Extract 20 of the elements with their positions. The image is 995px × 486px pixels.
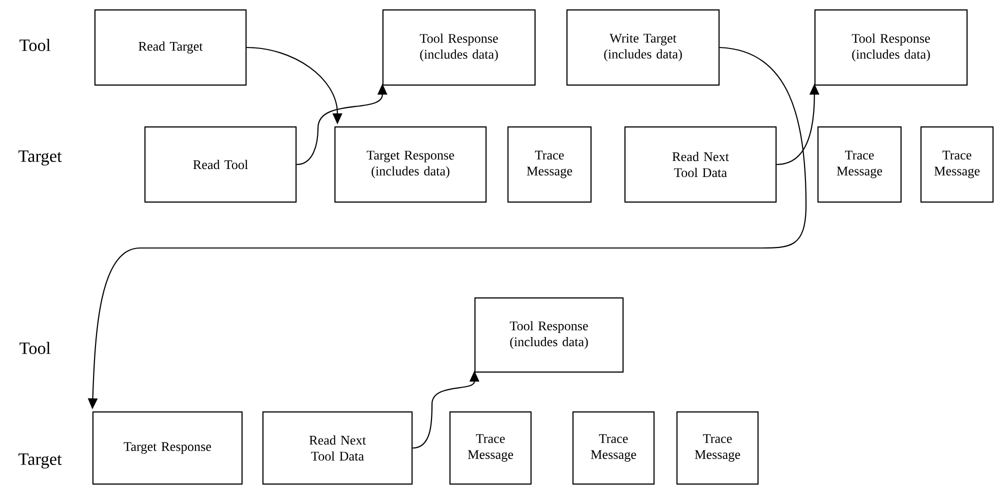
process-box: Trace Message (449, 411, 532, 485)
process-box: Trace Message (676, 411, 759, 485)
process-box: Read Target (94, 9, 247, 86)
process-box: Trace Message (507, 126, 592, 203)
process-box: Trace Message (572, 411, 655, 485)
process-box: Target Response (92, 411, 243, 485)
process-box: Write Target (includes data) (566, 9, 720, 86)
process-box: Tool Response (includes data) (474, 297, 624, 373)
lane-label: Tool (20, 38, 50, 52)
process-box: Trace Message (817, 126, 902, 203)
process-box: Target Response (includes data) (334, 126, 487, 203)
process-box: Tool Response (includes data) (382, 9, 536, 86)
lane-label: Target (18, 150, 62, 166)
process-box: Read Tool (144, 126, 297, 203)
process-box: Trace Message (920, 126, 994, 203)
lane-label: Target (18, 453, 62, 469)
process-box: Read Next Tool Data (262, 411, 413, 485)
process-box: Read Next Tool Data (624, 126, 777, 203)
lane-label: Tool (20, 342, 50, 354)
process-box: Tool Response (includes data) (814, 9, 968, 86)
